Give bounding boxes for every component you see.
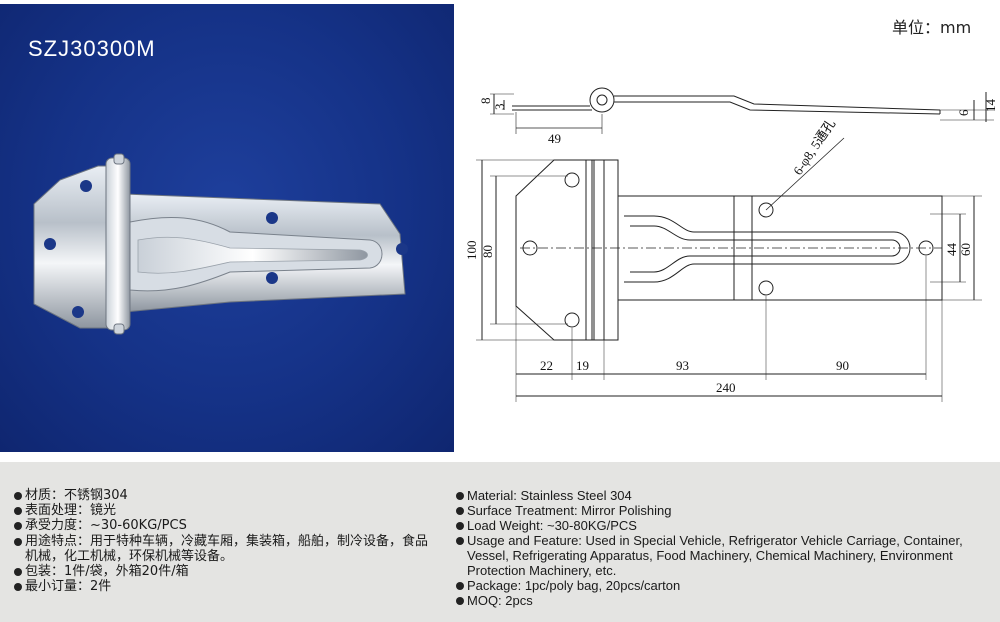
dim-80: 80 [480,245,495,258]
dim-44: 44 [944,243,959,257]
spec-item: Package: 1pc/poly bag, 20pcs/carton [456,578,996,593]
spec-moq-cn: 最小订量：2件 [25,579,112,595]
spec-item: Material: Stainless Steel 304 [456,488,996,503]
dim-240: 240 [716,380,736,395]
dim-22: 22 [540,358,553,373]
spec-moq-en: MOQ: 2pcs [467,593,533,608]
technical-drawing: 8 3 49 6 14 6-φ8, 5通孔 100 80 44 60 22 19… [464,87,998,402]
spec-material-cn: 材质：不锈钢304 [25,488,128,503]
spec-item: 承受力度：~30-60KG/PCS [14,518,434,533]
dim-6: 6 [956,109,971,116]
dim-3: 3 [492,104,507,111]
spec-item: Surface Treatment: Mirror Polishing [456,503,996,518]
spec-package-en: Package: 1pc/poly bag, 20pcs/carton [467,578,681,593]
hole-note: 6-φ8, 5通孔 [790,116,838,177]
spec-surface-cn: 表面处理：镜光 [25,503,117,519]
spec-item: 包装：1件/袋，外箱20件/箱 [14,564,434,579]
spec-list-chinese: 材质：不锈钢304 表面处理：镜光 承受力度：~30-60KG/PCS 用途特点… [14,488,434,594]
spec-usage-cn: 用途特点：用于特种车辆，冷藏车厢，集装箱，船舶，制冷设备，食品机械，化工机械，环… [25,533,429,564]
spec-surface-en: Surface Treatment: Mirror Polishing [467,503,672,518]
spec-load-cn: 承受力度：~30-60KG/PCS [25,518,187,534]
spec-panel: 材质：不锈钢304 表面处理：镜光 承受力度：~30-60KG/PCS 用途特点… [0,462,1000,622]
spec-material-en: Material: Stainless Steel 304 [467,488,632,503]
spec-item: Load Weight: ~30-80KG/PCS [456,518,996,533]
dim-49: 49 [548,131,561,146]
product-photo-panel: SZJ30300M [0,4,454,452]
model-code: SZJ30300M [28,36,156,61]
dim-60: 60 [958,243,973,256]
dim-100: 100 [464,241,479,261]
spec-item: 材质：不锈钢304 [14,488,434,503]
spec-item: MOQ: 2pcs [456,593,996,608]
spec-package-cn: 包装：1件/袋，外箱20件/箱 [25,564,189,580]
dim-14: 14 [983,99,998,113]
dim-8: 8 [478,98,493,105]
dim-19: 19 [576,358,589,373]
hinge-photo [33,153,408,335]
spec-load-en: Load Weight: ~30-80KG/PCS [467,518,637,533]
spec-usage-en: Usage and Feature: Used in Special Vehic… [467,533,963,578]
spec-item: Usage and Feature: Used in Special Vehic… [456,533,996,578]
top-view [476,137,982,402]
dim-90: 90 [836,358,849,373]
side-view [490,87,994,134]
spec-item: 用途特点：用于特种车辆，冷藏车厢，集装箱，船舶，制冷设备，食品机械，化工机械，环… [14,534,434,564]
unit-label: 单位：mm [892,18,972,37]
spec-list-english: Material: Stainless Steel 304 Surface Tr… [456,488,996,608]
spec-item: 最小订量：2件 [14,579,434,594]
dim-93: 93 [676,358,689,373]
spec-item: 表面处理：镜光 [14,503,434,518]
